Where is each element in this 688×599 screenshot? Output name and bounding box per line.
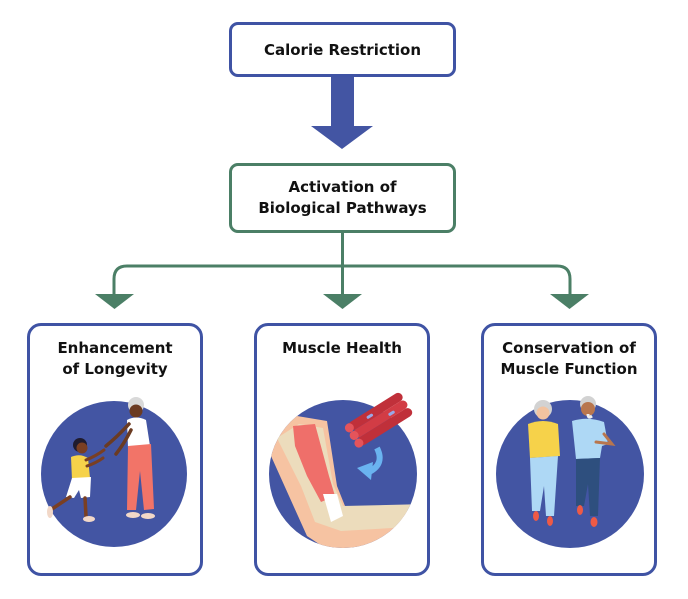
longevity-card: Enhancement of Longevity xyxy=(27,323,203,576)
biological-pathways-node: Activation of Biological Pathways xyxy=(229,163,456,233)
longevity-title-line2: of Longevity xyxy=(62,360,168,378)
longevity-title-line1: Enhancement xyxy=(57,339,173,357)
main-down-arrow xyxy=(311,76,373,149)
longevity-title: Enhancement of Longevity xyxy=(30,338,200,380)
pathways-label-line1: Activation of xyxy=(288,178,397,196)
calorie-restriction-label: Calorie Restriction xyxy=(263,40,422,59)
muscle-function-title: Conservation of Muscle Function xyxy=(484,338,654,380)
muscle-function-title-line1: Conservation of xyxy=(502,339,636,357)
arrowhead-center xyxy=(323,294,362,309)
muscle-health-title-line1: Muscle Health xyxy=(282,339,402,357)
arrowhead-right xyxy=(550,294,589,309)
child-and-grandmother-reaching-icon xyxy=(41,397,187,547)
arrowhead-left xyxy=(95,294,134,309)
arm-muscle-fiber-icon xyxy=(269,392,417,548)
pathways-label-line2: Biological Pathways xyxy=(258,199,427,217)
muscle-function-card: Conservation of Muscle Function xyxy=(481,323,657,576)
elderly-couple-jogging-icon xyxy=(496,396,644,548)
muscle-function-title-line2: Muscle Function xyxy=(500,360,638,378)
calorie-restriction-node: Calorie Restriction xyxy=(229,22,456,77)
muscle-health-title: Muscle Health xyxy=(257,338,427,359)
branch-connector xyxy=(112,264,572,300)
muscle-health-card: Muscle Health xyxy=(254,323,430,576)
